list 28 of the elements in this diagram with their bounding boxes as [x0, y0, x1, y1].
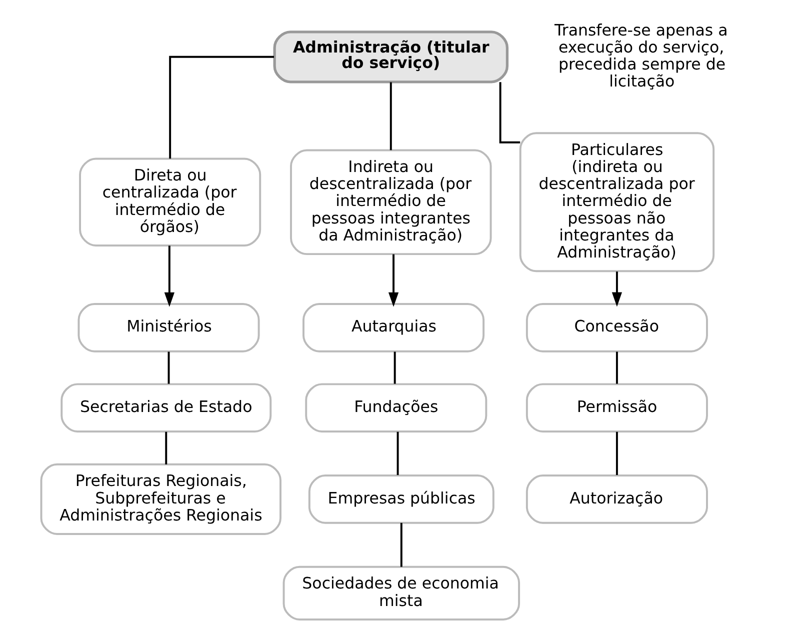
label: Transfere-se apenas a execução do serviço, precedida sempre de licitação [554, 20, 728, 91]
node-box: Direta ou centralizada (por intermédio de órgãos) [79, 158, 262, 247]
node-box: Administração (titular do serviço) [273, 30, 509, 84]
connector [169, 56, 274, 159]
node-box: Autarquias [302, 303, 485, 352]
node-box: Permissão [526, 383, 708, 432]
connector [400, 522, 402, 567]
node-box: Concessão [526, 303, 708, 352]
connector [396, 432, 399, 476]
connector [168, 352, 170, 384]
arrow [388, 254, 399, 307]
node-box: Ministérios [78, 303, 260, 352]
node-box: Autorização [526, 474, 708, 524]
node-box: Secretarias de Estado [60, 383, 272, 432]
node-box: Indireta ou descentralizada (por intermédio de pessoas integrantes da Administração) [290, 149, 492, 256]
node-box: Sociedades de economia mista [282, 566, 520, 620]
node-box: Prefeituras Regionais, Subprefeituras e Administrações Regionais [40, 463, 282, 536]
connector [616, 352, 618, 384]
connector [499, 82, 520, 144]
connector [394, 352, 396, 384]
connector [616, 432, 618, 476]
connector [165, 432, 168, 464]
node-box: Empresas públicas [308, 474, 494, 524]
node-box: Particulares (indireta ou descentralizada por intermédio de pessoas não integrantes da Administração) [519, 132, 715, 272]
connector [390, 82, 392, 150]
arrow [164, 246, 174, 307]
arrow [612, 272, 622, 307]
node-box: Fundações [305, 383, 488, 432]
